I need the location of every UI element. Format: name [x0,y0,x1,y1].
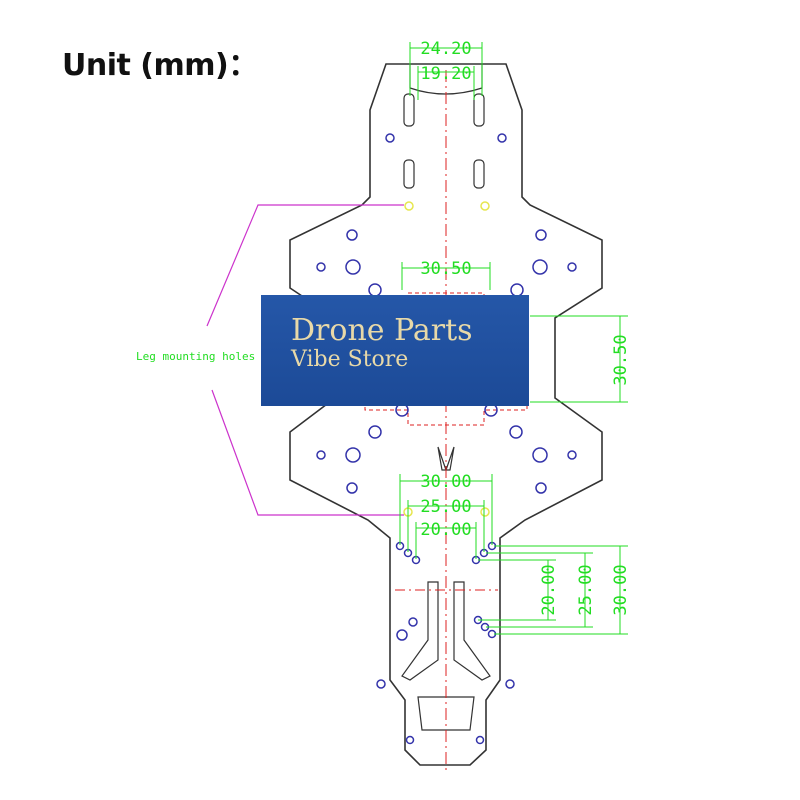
accent-hole-left [404,201,414,211]
dim-bottom-width-outer: 30.00 [420,472,471,492]
hole [316,262,326,272]
hole [368,425,382,439]
hole [535,229,547,241]
dim-bottom-height-inner: 20.00 [539,564,559,615]
hole [385,133,395,143]
hole [475,735,485,745]
leg-mounting-label: Leg mounting holes [136,350,255,363]
hole [345,447,361,463]
center-arrow-cutout [437,446,455,472]
dim-bottom-width-mid: 25.00 [420,497,471,517]
dim-bottom-height-outer: 30.00 [611,564,631,615]
accent-hole-bottom-right [480,507,490,517]
leader-lower [211,389,404,516]
hole [497,133,507,143]
bottom-slot-left [401,581,439,681]
hole [396,629,408,641]
hole [567,450,577,460]
hole [405,735,415,745]
dim-center-width: 30.50 [420,259,471,279]
bottom-cutout [417,696,475,731]
hole [345,259,361,275]
hole [346,229,358,241]
watermark-line1: Drone Parts [291,313,473,348]
hole [346,482,358,494]
hole [567,262,577,272]
leader-upper [206,204,404,327]
dimension-lines [399,42,628,635]
hole [376,679,386,689]
dim-bottom-width-inner: 20.00 [420,520,471,540]
hole [509,425,523,439]
dim-bottom-height-mid: 25.00 [576,564,596,615]
hole [532,447,548,463]
dim-top-inner: 19.20 [420,64,471,84]
bottom-slot-right [453,581,491,681]
dim-center-height: 30.50 [611,334,631,385]
hole [408,617,418,627]
watermark-line2: Vibe Store [291,347,409,372]
slot-top-left [403,93,415,127]
slot-top-right [473,93,485,127]
unit-title: Unit (mm)： [62,48,258,83]
hole [532,259,548,275]
store-watermark: Drone Parts Vibe Store [261,295,529,406]
slot-mid-right [473,159,485,189]
slot-mid-left [403,159,415,189]
stack-outline [364,292,528,426]
accent-hole-right [480,201,490,211]
dim-top-outer: 24.20 [420,39,471,59]
hole [316,450,326,460]
hole [505,679,515,689]
hole [535,482,547,494]
